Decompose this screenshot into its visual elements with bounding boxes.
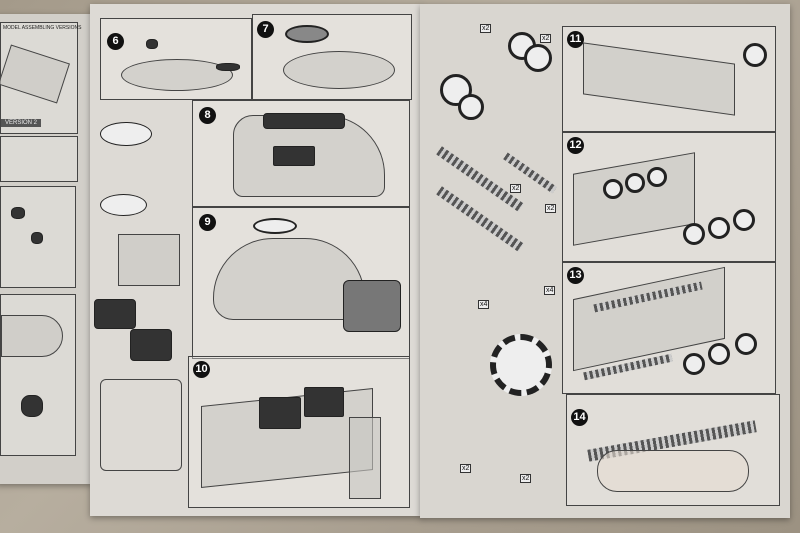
road-wheel [735, 333, 757, 355]
turret-roof [263, 113, 345, 129]
turret-base [283, 51, 395, 89]
road-wheel [603, 179, 623, 199]
hull-illustration [1, 315, 63, 357]
turret-assembly [213, 238, 365, 320]
engine-part [259, 397, 301, 429]
step-14-panel: 14 [566, 394, 780, 506]
interior-panel-2 [0, 294, 76, 456]
step-11-panel: 11 [562, 26, 776, 132]
step-number: 13 [567, 267, 584, 284]
loose-part [100, 194, 147, 216]
right-page: x2 x2 x2 x2 x4 x4 x2 x2 11 12 13 14 [420, 4, 790, 518]
hull-outline [100, 379, 182, 471]
road-wheel [625, 173, 645, 193]
hull [573, 152, 695, 246]
step-10-panel: 10 [188, 356, 410, 508]
step-7-panel: 7 [252, 14, 412, 100]
hands-illustration [597, 450, 749, 492]
part [31, 232, 43, 244]
loose-part [94, 299, 136, 329]
road-wheel [458, 94, 484, 120]
sprocket-track [490, 334, 552, 396]
versions-panel: MODEL ASSEMBLING VERSIONS VERSION 2 [0, 22, 82, 134]
idler-wheel [743, 43, 767, 67]
loose-part [118, 234, 180, 286]
loose-part [130, 329, 172, 361]
road-wheel [524, 44, 552, 72]
part [21, 395, 43, 417]
turret-ring [253, 218, 297, 234]
step-number: 7 [257, 21, 274, 38]
quantity-label: x2 [540, 34, 552, 43]
step-9-panel: 9 [192, 207, 410, 359]
quantity-label: x2 [545, 204, 557, 213]
step-13-panel: 13 [562, 262, 776, 394]
step-number: 9 [199, 214, 216, 231]
left-page: MODEL ASSEMBLING VERSIONS VERSION 2 [0, 14, 92, 484]
step-number: 11 [567, 31, 584, 48]
road-wheel [733, 209, 755, 231]
step-12-panel: 12 [562, 132, 776, 262]
middle-page: 6 7 8 9 10 [90, 4, 422, 516]
turret-armor [343, 280, 401, 332]
rear-plate [349, 417, 381, 499]
step-number: 6 [107, 33, 124, 50]
step-number: 10 [193, 361, 210, 378]
turret-ring [285, 25, 329, 43]
gun-breech [273, 146, 315, 166]
hull [583, 42, 735, 116]
step-number: 12 [567, 137, 584, 154]
step-number: 14 [571, 409, 588, 426]
road-wheel [708, 217, 730, 239]
step-6-panel: 6 [100, 18, 252, 100]
road-wheel [647, 167, 667, 187]
loose-part [100, 122, 152, 146]
quantity-label: x4 [478, 300, 490, 309]
tank-illustration [0, 44, 70, 104]
road-wheel [683, 353, 705, 375]
road-wheel [708, 343, 730, 365]
step-number: 8 [199, 107, 216, 124]
versions-header: MODEL ASSEMBLING VERSIONS [3, 25, 82, 31]
engine-part [304, 387, 344, 417]
step-8-panel: 8 [192, 100, 410, 207]
quantity-label: x2 [520, 474, 532, 483]
road-wheel [683, 223, 705, 245]
note-box [0, 136, 78, 182]
part [216, 63, 240, 71]
road-wheel [440, 74, 472, 106]
turret-floor [121, 59, 233, 91]
interior-panel [0, 186, 76, 288]
hull [573, 266, 725, 372]
part [11, 207, 25, 219]
quantity-label: x2 [460, 464, 472, 473]
quantity-label: x4 [544, 286, 556, 295]
version-label: VERSION 2 [1, 119, 42, 127]
quantity-label: x2 [480, 24, 492, 33]
quantity-label: x2 [510, 184, 522, 193]
part [146, 39, 158, 49]
